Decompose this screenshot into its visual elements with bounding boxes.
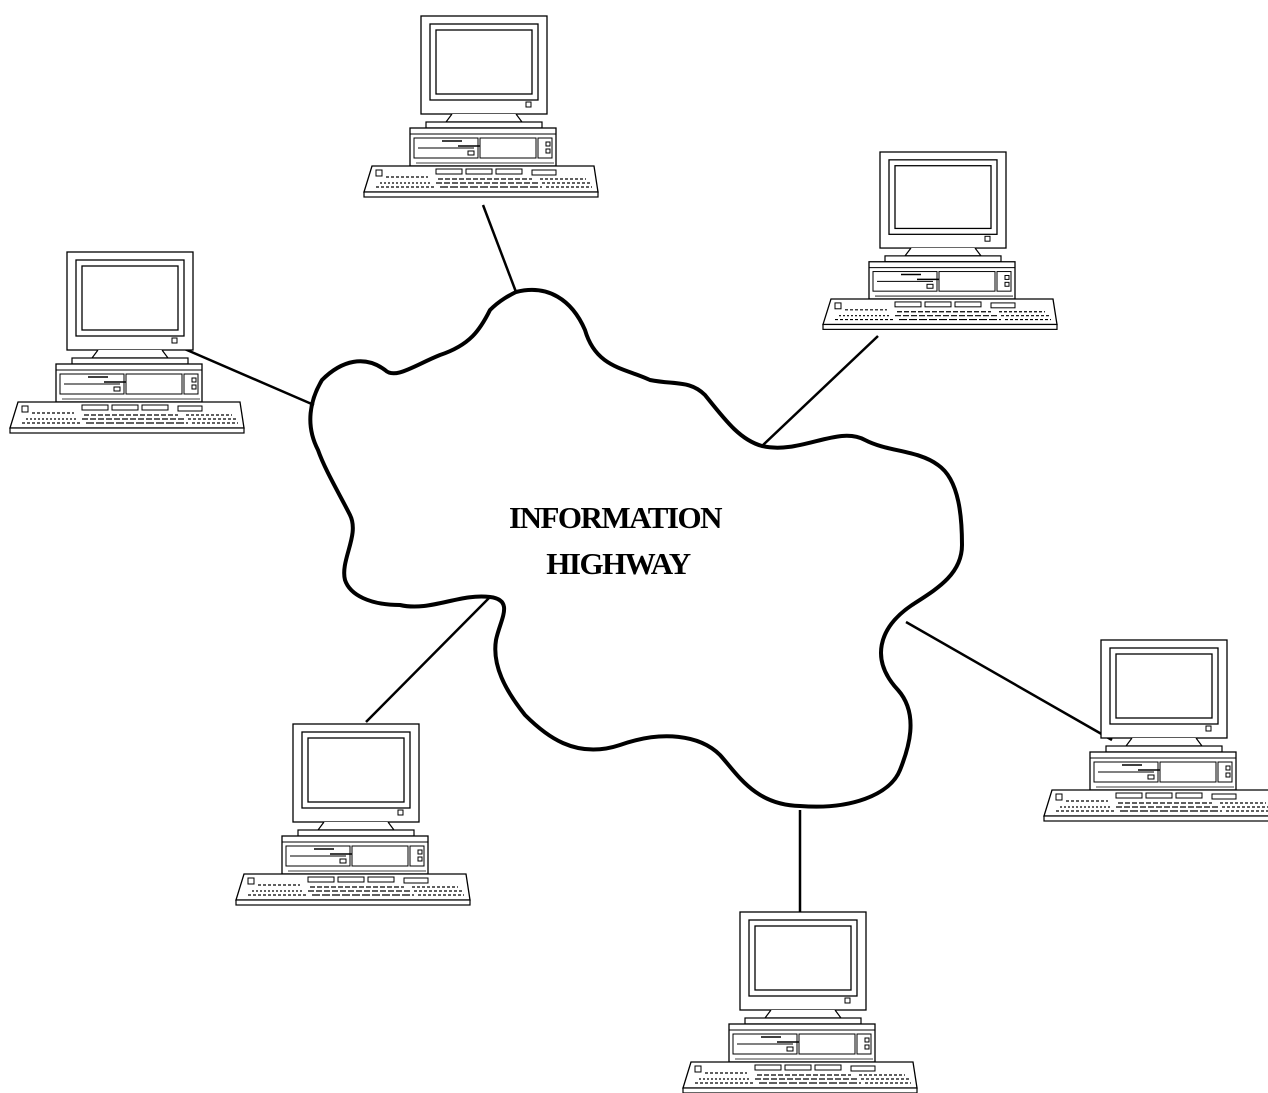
link-top	[481, 204, 518, 293]
cloud-label-line1: INFORMATION	[509, 500, 722, 535]
desktop-computer-icon	[363, 15, 599, 198]
computer-right	[1043, 639, 1268, 822]
computer-top-right	[822, 151, 1058, 331]
desktop-computer-icon	[682, 911, 918, 1093]
information-highway-cloud	[308, 288, 965, 809]
computer-top	[363, 15, 599, 198]
cloud-label-line2: HIGHWAY	[546, 546, 691, 581]
connections	[179, 204, 1113, 912]
computer-left	[9, 251, 245, 434]
desktop-computer-icon	[9, 251, 245, 434]
computer-bottom	[682, 911, 918, 1093]
link-right	[905, 620, 1113, 742]
desktop-computer-icon	[1043, 639, 1268, 822]
link-left	[179, 345, 315, 407]
link-top-right	[761, 335, 879, 447]
desktop-computer-icon	[235, 723, 471, 906]
desktop-computer-icon	[822, 151, 1058, 331]
computer-bottom-left	[235, 723, 471, 906]
link-bottom-left	[365, 596, 491, 723]
